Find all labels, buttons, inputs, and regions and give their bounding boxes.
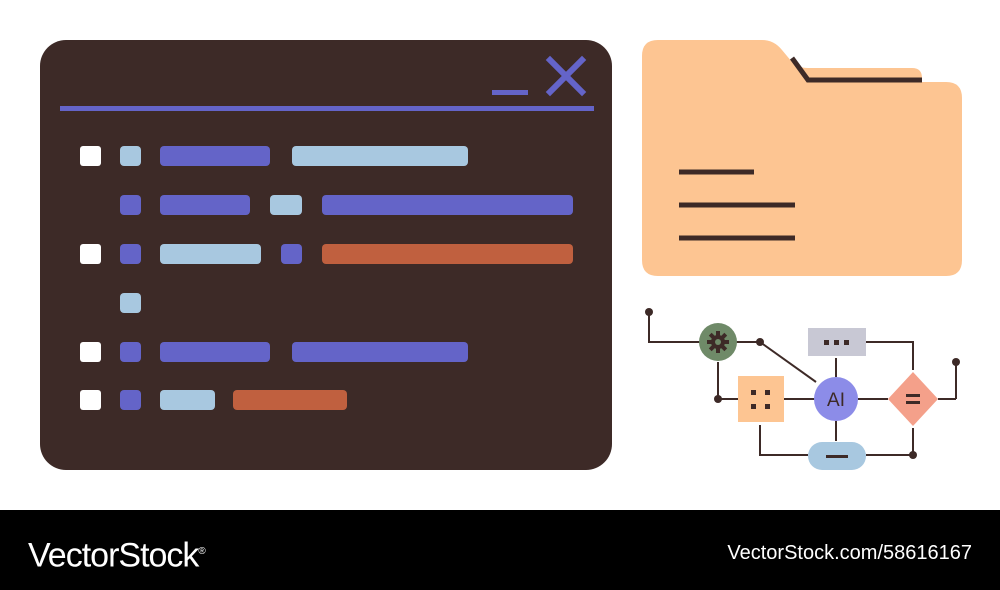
grid-node <box>738 376 784 422</box>
ellipsis-icon <box>824 340 849 345</box>
folder-icon[interactable] <box>642 38 964 280</box>
row-checkbox[interactable] <box>80 244 101 264</box>
image-url: VectorStock.com/58616167 <box>727 542 972 564</box>
code-line-segment <box>322 195 573 215</box>
gear-node <box>699 323 737 361</box>
code-token <box>120 146 141 166</box>
gear-icon <box>707 331 729 353</box>
code-token <box>120 390 141 410</box>
code-line-segment <box>292 146 468 166</box>
minus-icon <box>826 455 848 458</box>
ellipsis-node <box>808 328 866 356</box>
equals-icon <box>906 394 920 404</box>
pill-node <box>808 442 866 470</box>
code-line-segment <box>322 244 573 264</box>
decision-node <box>888 372 938 426</box>
code-line-segment <box>160 342 270 362</box>
code-token <box>120 293 141 313</box>
code-line-segment <box>160 146 270 166</box>
code-line-segment <box>160 195 250 215</box>
title-divider <box>60 106 594 111</box>
code-window <box>40 40 612 470</box>
ai-node: AI <box>814 377 858 421</box>
code-line-segment <box>160 244 261 264</box>
code-token <box>120 342 141 362</box>
code-token <box>281 244 302 264</box>
row-checkbox[interactable] <box>80 342 101 362</box>
code-token <box>120 244 141 264</box>
row-checkbox[interactable] <box>80 146 101 166</box>
code-line-segment <box>270 195 302 215</box>
watermark-footer: VectorStock® VectorStock.com/58616167 <box>0 510 1000 590</box>
illustration: AI <box>40 38 964 470</box>
code-token <box>120 195 141 215</box>
row-checkbox[interactable] <box>80 390 101 410</box>
ai-label: AI <box>827 390 845 411</box>
brand-logo[interactable]: VectorStock® <box>28 536 206 575</box>
code-line-segment <box>292 342 468 362</box>
close-icon[interactable] <box>544 54 588 98</box>
minimize-icon[interactable] <box>492 90 528 95</box>
grid-dots-icon <box>751 390 770 409</box>
code-line-segment <box>160 390 215 410</box>
code-line-segment <box>233 390 347 410</box>
ai-workflow-diagram: AI <box>645 308 960 470</box>
